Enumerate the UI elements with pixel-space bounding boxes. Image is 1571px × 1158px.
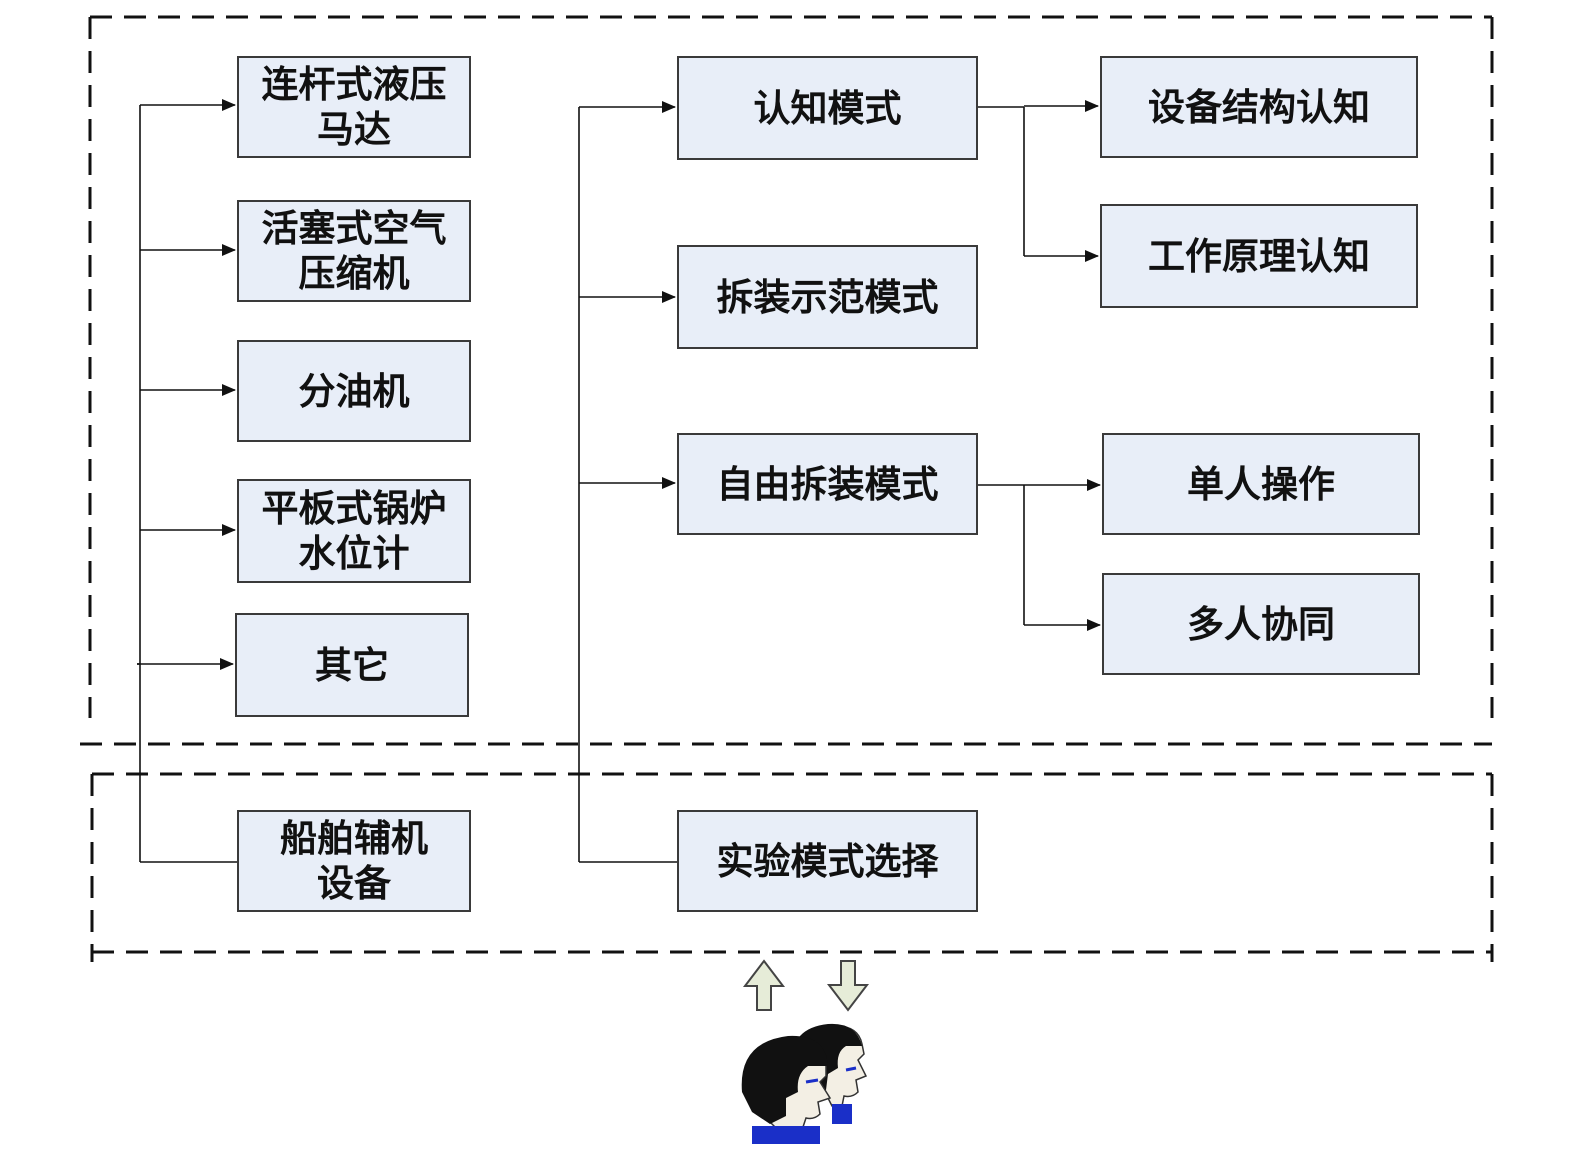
device-label: 连杆式液压 马达 [261, 63, 447, 151]
device-hydraulic-motor[interactable]: 连杆式液压 马达 [237, 56, 471, 158]
device-label: 其它 [315, 643, 389, 687]
free-mode-label: 单人操作 [1187, 462, 1335, 506]
lower-layer-border [90, 772, 1494, 962]
device-label: 分油机 [298, 369, 410, 413]
mode-root-selection[interactable]: 实验模式选择 [677, 810, 978, 912]
cognition-principle[interactable]: 工作原理认知 [1100, 204, 1418, 308]
mode-label: 自由拆装模式 [716, 462, 939, 506]
upper-layer-border [80, 15, 1494, 746]
device-air-compressor[interactable]: 活塞式空气 压缩机 [237, 200, 471, 302]
free-single-operation[interactable]: 单人操作 [1102, 433, 1420, 535]
cognition-structure[interactable]: 设备结构认知 [1100, 56, 1418, 158]
arrow-down-icon [826, 960, 870, 1012]
users-icon [741, 1023, 868, 1144]
device-boiler-level-gauge[interactable]: 平板式锅炉 水位计 [237, 479, 471, 583]
device-root-marine-auxiliary[interactable]: 船舶辅机 设备 [237, 810, 471, 912]
exchange-arrows [742, 959, 870, 1012]
device-root-label: 船舶辅机 设备 [280, 817, 428, 905]
device-label: 活塞式空气 压缩机 [261, 207, 447, 295]
cognition-label: 工作原理认知 [1148, 234, 1370, 278]
mode-demo-assembly[interactable]: 拆装示范模式 [677, 245, 978, 349]
mode-tree-connectors [578, 101, 677, 863]
mode-cognition[interactable]: 认知模式 [677, 56, 978, 160]
cognition-label: 设备结构认知 [1148, 85, 1370, 129]
free-mode-label: 多人协同 [1187, 602, 1335, 646]
device-label: 平板式锅炉 水位计 [261, 487, 447, 575]
mode-free-assembly[interactable]: 自由拆装模式 [677, 433, 978, 535]
mode-label: 拆装示范模式 [716, 275, 939, 319]
mode-root-label: 实验模式选择 [716, 839, 939, 883]
free-multi-collaboration[interactable]: 多人协同 [1102, 573, 1420, 675]
device-other[interactable]: 其它 [235, 613, 469, 717]
device-tree-connectors [137, 99, 237, 863]
arrow-up-icon [742, 959, 786, 1011]
cognition-connectors [978, 100, 1099, 262]
free-mode-connectors [978, 479, 1101, 631]
device-oil-separator[interactable]: 分油机 [237, 340, 471, 442]
mode-label: 认知模式 [753, 86, 902, 130]
